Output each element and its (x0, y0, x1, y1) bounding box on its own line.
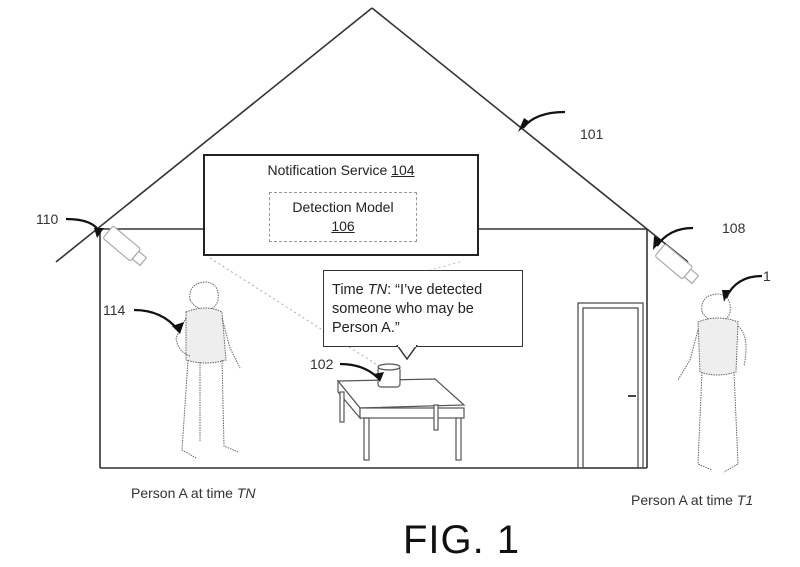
ref-label-device: 102 (310, 356, 334, 372)
house-roof (55, 7, 689, 263)
speech-bubble: Time TN: “I’ve detected someone who may … (323, 270, 523, 347)
camera-sight-line (209, 257, 383, 369)
caption-person-left: Person A at time TN (131, 485, 256, 501)
camera-right-icon (655, 244, 700, 285)
ref-label-house: 101 (580, 126, 604, 142)
door (577, 302, 644, 469)
camera-sight-line (429, 261, 461, 271)
detection-model-ref: 106 (331, 218, 355, 234)
caption-person-right: Person A at time T1 (631, 492, 754, 508)
speech-bubble-tail (396, 345, 418, 361)
arrow-102 (339, 362, 379, 379)
arrow-114 (133, 308, 179, 331)
person-left-figure (175, 281, 241, 459)
arrow-person-right (724, 274, 763, 299)
device-icon (377, 363, 401, 388)
table (336, 378, 466, 461)
notification-service-box: Notification Service 104 Detection Model… (203, 154, 479, 256)
bubble-time: TN (367, 282, 388, 298)
ref-label-person-right: 1 (763, 268, 771, 284)
arrow-108 (656, 226, 694, 247)
ref-label-person-left: 114 (103, 302, 126, 318)
ref-label-camera-left: 110 (36, 211, 59, 227)
house-walls (99, 228, 648, 469)
detection-model-title: Detection Model (292, 199, 394, 215)
notification-service-title: Notification Service 104 (267, 162, 415, 178)
figure-label: FIG. 1 (403, 518, 521, 562)
detection-model-box: Detection Model 106 (269, 192, 417, 242)
arrow-101 (522, 110, 566, 129)
bubble-prefix: Time (332, 282, 368, 298)
ref-label-camera-right: 108 (722, 220, 746, 236)
bubble-text: : “I’ve detected someone who may be Pers… (332, 282, 483, 336)
person-right-figure (677, 293, 747, 473)
camera-left-icon (103, 226, 148, 267)
